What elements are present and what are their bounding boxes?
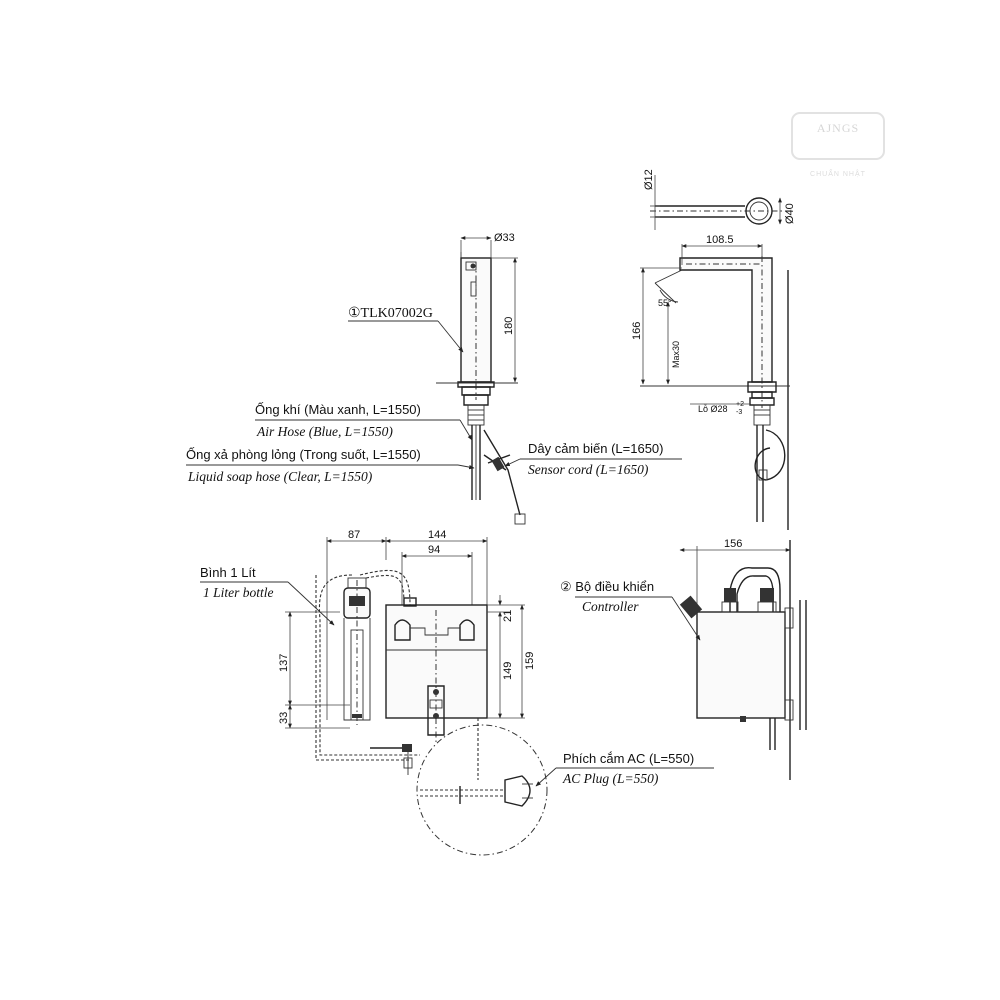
soap-hose-leader [457, 464, 475, 470]
faucet-top-view [650, 175, 790, 230]
dim-controller-width: 156 [724, 538, 742, 550]
faucet-side-view [640, 244, 790, 530]
dim-box-top-offset: 21 [502, 610, 514, 622]
air-hose-label-en: Air Hose (Blue, L=1550) [256, 424, 393, 439]
sensor-cord-leader [504, 458, 521, 467]
dim-side-max: Max30 [671, 341, 681, 368]
dim-side-reach: 108.5 [706, 234, 734, 246]
dim-side-hole: Lỗ Ø28 [698, 404, 728, 414]
dim-top-head: Ø40 [784, 203, 796, 224]
sensor-cord-label-vi: Dây cảm biến (L=1650) [528, 441, 664, 456]
ac-plug-detail [416, 724, 548, 856]
bottle-label-vi: Bình 1 Lít [200, 565, 256, 580]
dim-side-hole-tol-up: +2 [736, 401, 744, 408]
dim-box-left-width: 87 [348, 529, 360, 541]
soap-hose-label-en: Liquid soap hose (Clear, L=1550) [187, 469, 373, 484]
model-label: ①TLK07002G [348, 306, 433, 321]
controller-label-en: Controller [582, 599, 639, 614]
ac-plug-leader [535, 767, 557, 787]
dim-bottle-base: 33 [278, 712, 290, 724]
dim-top-tube: Ø12 [643, 169, 655, 190]
dim-box-width: 144 [428, 529, 446, 541]
dim-side-angle: 55° [658, 298, 672, 308]
ac-plug-label-vi: Phích cắm AC (L=550) [563, 751, 694, 766]
ac-plug-label-en: AC Plug (L=550) [562, 771, 659, 786]
dim-bottle-height: 137 [278, 654, 290, 672]
dim-side-hole-tol-dn: -3 [736, 409, 742, 416]
dim-box-inner-height: 149 [502, 662, 514, 680]
bottle-leader [287, 581, 335, 626]
soap-hose-label-vi: Ống xả phòng lỏng (Trong suốt, L=1550) [186, 447, 421, 462]
controller-label-vi: ② Bộ điều khiển [560, 579, 654, 594]
controller-side-view [679, 540, 807, 780]
controller-leader [671, 596, 701, 641]
dim-box-inner-width: 94 [428, 544, 440, 556]
watermark-logo: AJNGS CHUẨN NHẬT [791, 112, 885, 178]
watermark-tagline: CHUẨN NHẬT [810, 169, 866, 178]
air-hose-label-vi: Ống khí (Màu xanh, L=1550) [255, 402, 421, 417]
air-hose-leader [459, 419, 473, 441]
bottle-label-en: 1 Liter bottle [203, 585, 274, 600]
dim-front-diameter: Ø33 [494, 232, 515, 244]
dim-front-height: 180 [503, 317, 515, 335]
controller-box-front-view [285, 537, 525, 780]
model-leader [437, 320, 464, 353]
dim-side-height: 166 [631, 322, 643, 340]
sensor-cord-label-en: Sensor cord (L=1650) [528, 462, 649, 477]
faucet-front-view [436, 236, 526, 525]
dim-box-height: 159 [524, 652, 536, 670]
watermark-brand: AJNGS [817, 121, 859, 135]
